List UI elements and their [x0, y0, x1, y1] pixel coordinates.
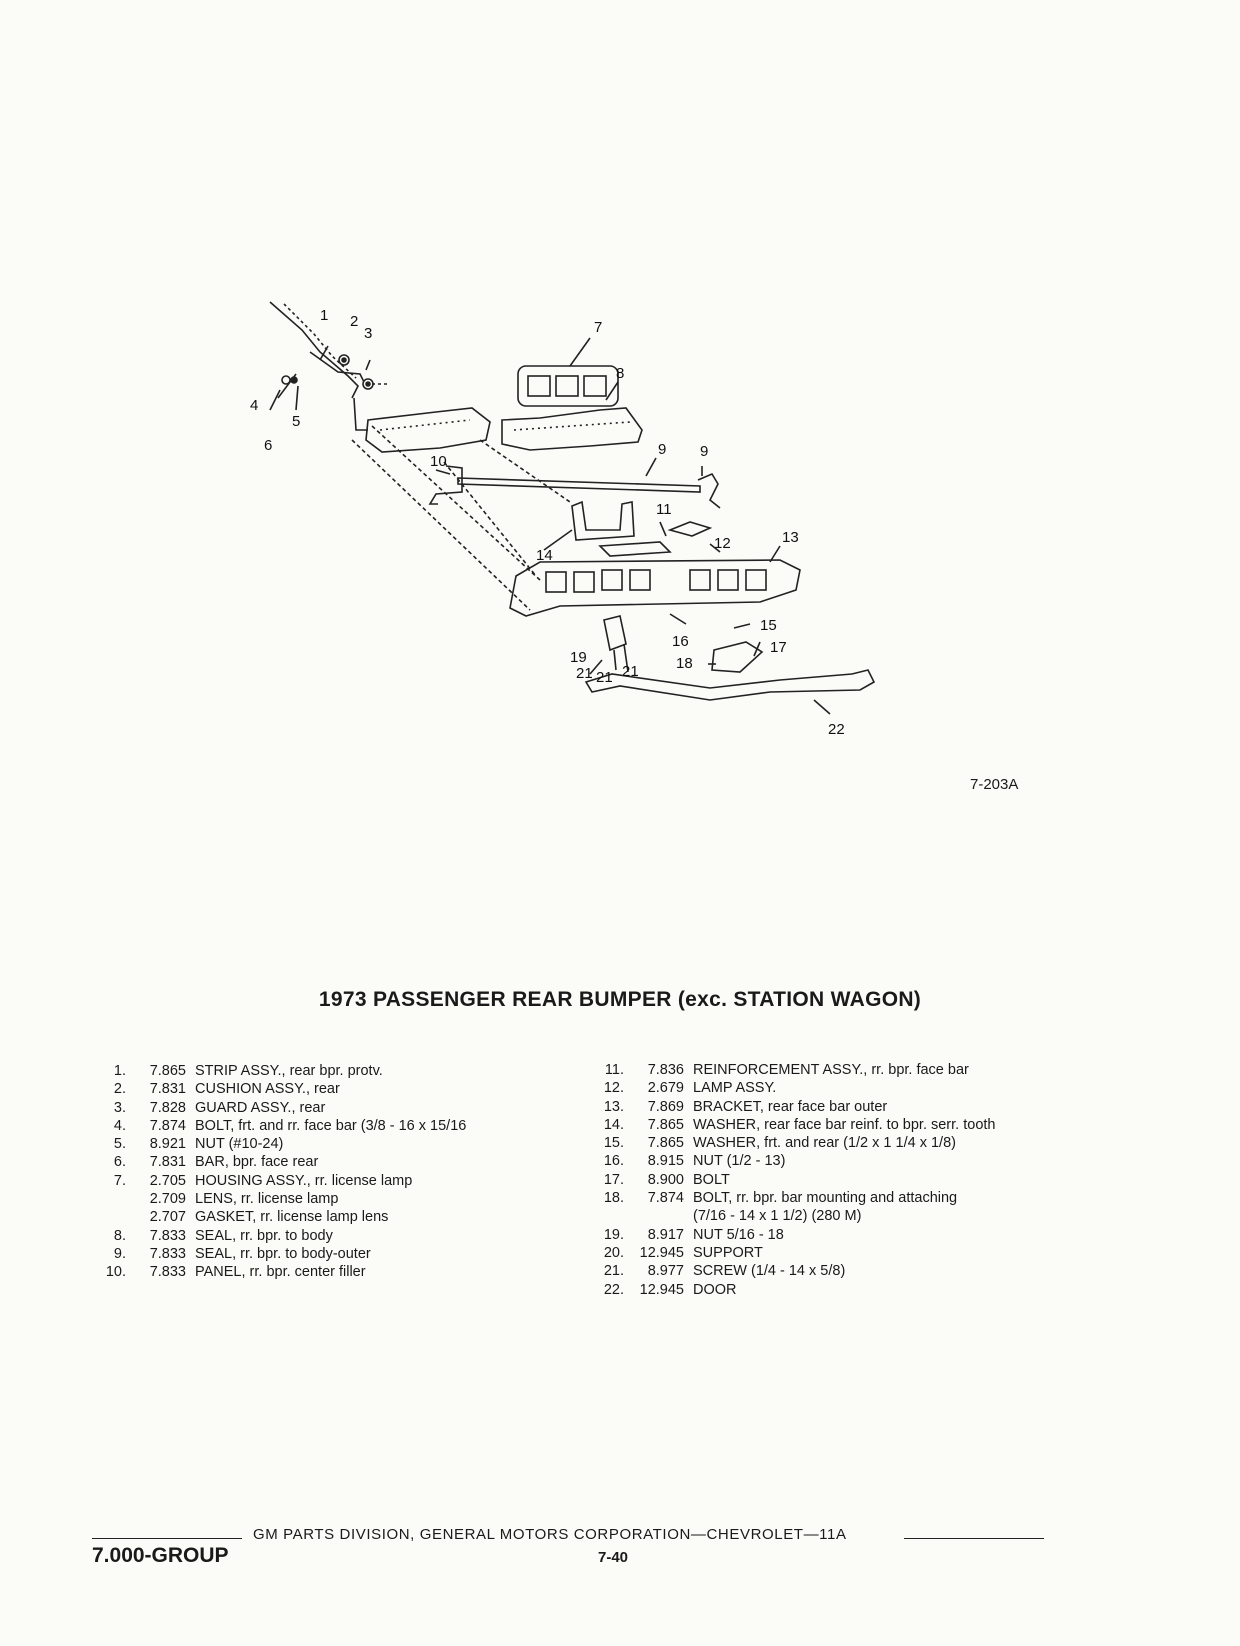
callout-19: 11 [656, 501, 672, 518]
callout-2: 21 [622, 663, 639, 680]
callout-1: 22 [828, 721, 845, 738]
callout-15: 2 [350, 313, 358, 330]
strip-assy [584, 669, 876, 701]
callout-7: 12 [714, 535, 731, 552]
face-bar-windows [545, 569, 767, 593]
callout-21-b: 16 [672, 633, 689, 650]
footer-rule-right [904, 1538, 1044, 1539]
callout-5: 19 [570, 649, 587, 666]
bracket-outer [269, 301, 359, 399]
callout-22: 18 [676, 655, 693, 672]
callout-13: 1 [320, 307, 328, 324]
callout-9-left: 10 [430, 453, 447, 470]
seal-end-left [428, 465, 463, 505]
callout-11: 8 [616, 365, 624, 382]
face-bar [509, 559, 801, 617]
seal-bar [457, 477, 701, 493]
lamp-assy [517, 365, 619, 407]
callout-14: 5 [292, 413, 300, 430]
reinforcement-left [365, 407, 491, 453]
callout-12: 7 [594, 319, 602, 336]
callout-16: 3 [364, 325, 372, 342]
callout-4: 21 [576, 665, 593, 682]
guard-assy [603, 615, 627, 652]
group-label: 7.000-GROUP [92, 1544, 229, 1567]
list-item: (7/16 - 14 x 1 1/2) (280 M) [693, 1208, 862, 1225]
center-filler-panel [571, 500, 635, 541]
door [711, 641, 764, 673]
callout-21-a: 15 [760, 617, 777, 634]
page-title: 1973 PASSENGER REAR BUMPER (exc. STATION… [318, 988, 922, 1011]
callout-6: 13 [782, 529, 799, 546]
footer-division: GM PARTS DIVISION, GENERAL MOTORS CORPOR… [253, 1526, 847, 1543]
reinforcement-right [501, 407, 643, 451]
callout-9-right: 9 [700, 443, 708, 460]
figure-id: 7-203A [970, 776, 1019, 793]
page-number: 7-40 [598, 1549, 629, 1566]
footer-rule-left [92, 1538, 242, 1539]
seal-end-right [697, 472, 721, 509]
callout-10: 14 [536, 547, 553, 564]
callout-21-c: 17 [770, 639, 787, 656]
callout-3: 21 [596, 669, 613, 686]
callout-17: 4 [250, 397, 258, 414]
callout-8: 9 [658, 441, 666, 458]
callout-18: 6 [264, 437, 272, 454]
exploded-parts-diagram: 1 2 3 4 5 6 7 8 9 9 10 11 12 13 14 15 16… [250, 301, 876, 738]
